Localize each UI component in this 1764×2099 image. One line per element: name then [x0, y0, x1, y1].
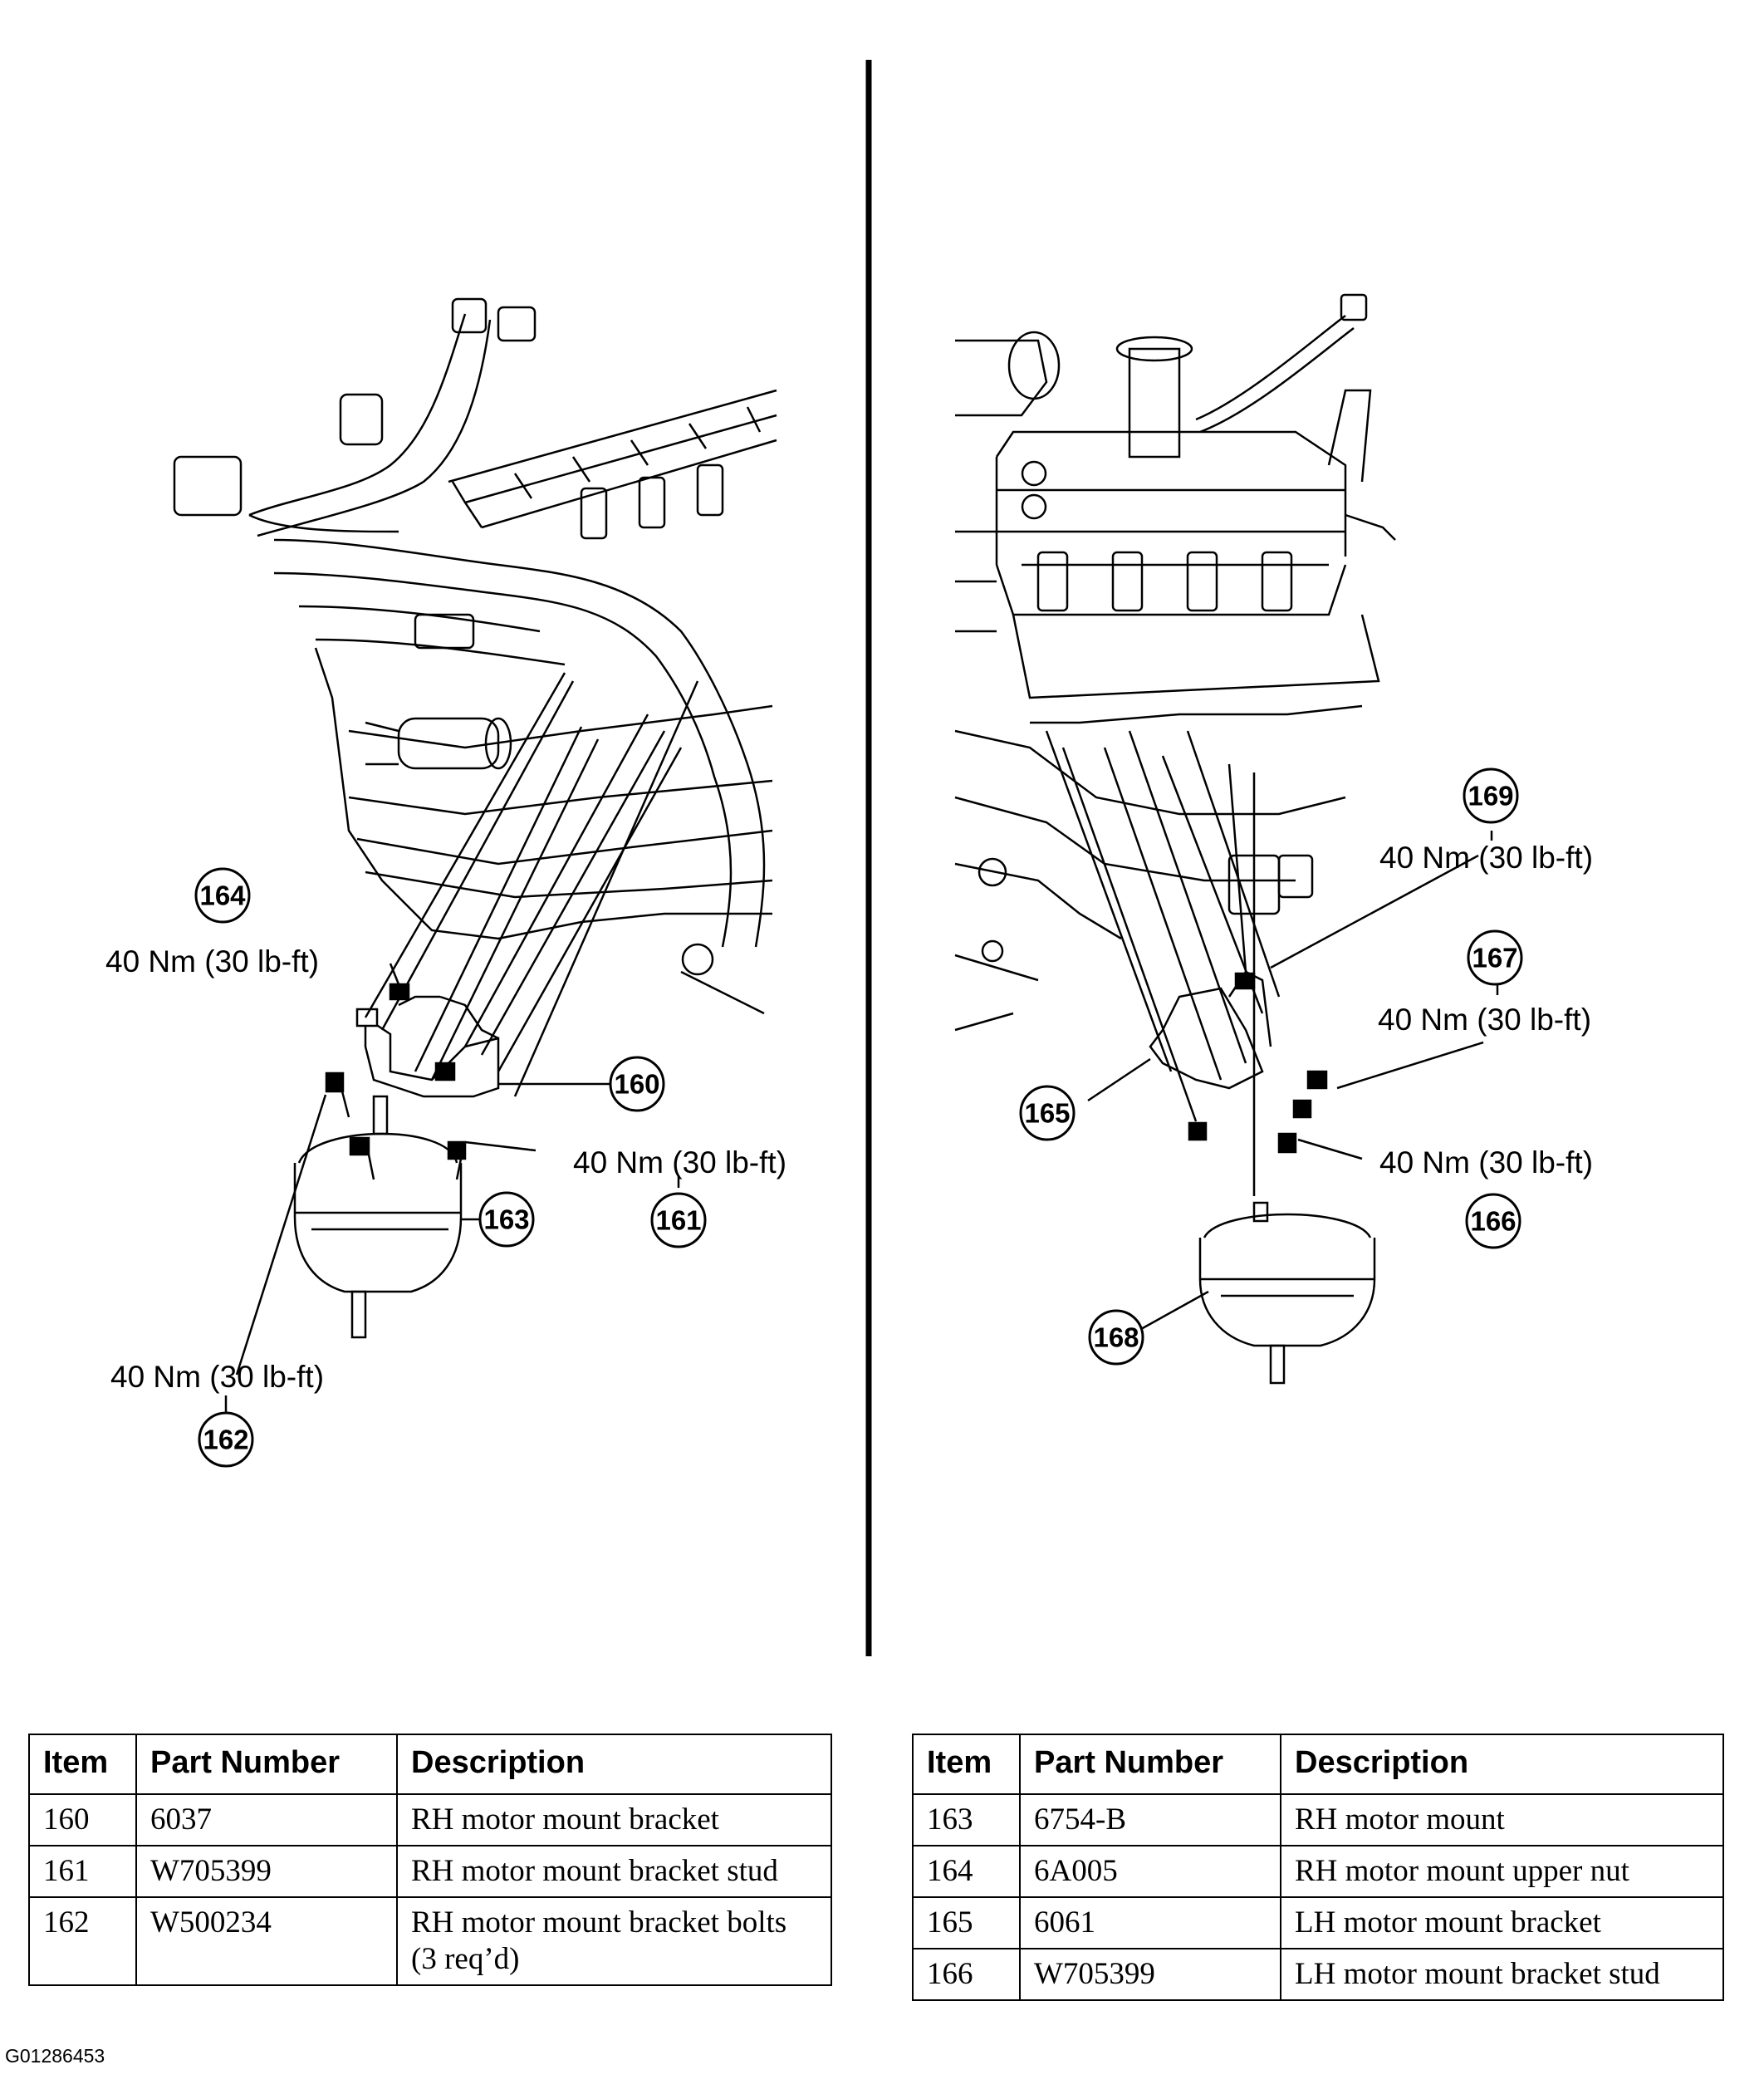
cell-part-number: 6061: [1019, 1896, 1281, 1949]
table-row: 163 6754-B RH motor mount: [912, 1793, 1724, 1846]
lh-fasteners: [1188, 972, 1328, 1154]
header-description: Description: [396, 1734, 832, 1795]
svg-text:163: 163: [483, 1204, 529, 1235]
cell-part-number: 6037: [135, 1793, 398, 1846]
parts-table-left: Item Part Number Description 160 6037 RH…: [28, 1734, 832, 1986]
table-row: 161 W705399 RH motor mount bracket stud: [28, 1845, 832, 1898]
table-header-row: Item Part Number Description: [912, 1734, 1724, 1795]
torque-label-169: 40 Nm (30 lb-ft): [1379, 841, 1593, 875]
cell-part-number: W705399: [1019, 1948, 1281, 2001]
callout-164: 164: [194, 867, 251, 924]
callout-165: 165: [1019, 1085, 1076, 1141]
torque-label-164: 40 Nm (30 lb-ft): [105, 944, 319, 978]
cell-part-number: W500234: [135, 1896, 398, 1986]
parts-table-right: Item Part Number Description 163 6754-B …: [912, 1734, 1724, 2001]
cell-part-number: W705399: [135, 1845, 398, 1898]
rh-engine-illustration: [173, 297, 777, 1339]
table-row: 165 6061 LH motor mount bracket: [912, 1896, 1724, 1949]
header-item: Item: [912, 1734, 1021, 1795]
lh-guide-lines: [1045, 730, 1499, 1331]
torque-label-162: 40 Nm (30 lb-ft): [110, 1360, 324, 1394]
cell-item: 160: [28, 1793, 137, 1846]
cell-description: RH motor mount bracket bolts (3 req’d): [396, 1896, 832, 1986]
header-description: Description: [1280, 1734, 1724, 1795]
callout-161: 161: [650, 1192, 707, 1248]
cell-description: RH motor mount: [1280, 1793, 1724, 1846]
cell-item: 164: [912, 1845, 1021, 1898]
cell-description: LH motor mount bracket stud: [1280, 1948, 1724, 2001]
svg-text:169: 169: [1468, 781, 1513, 812]
svg-text:166: 166: [1470, 1206, 1516, 1237]
svg-text:168: 168: [1093, 1322, 1139, 1353]
callout-162: 162: [198, 1411, 254, 1468]
svg-text:164: 164: [199, 880, 246, 911]
table-header-row: Item Part Number Description: [28, 1734, 832, 1795]
cell-item: 163: [912, 1793, 1021, 1846]
cell-item: 161: [28, 1845, 137, 1898]
cell-description: RH motor mount bracket stud: [396, 1845, 832, 1898]
cell-description: RH motor mount bracket: [396, 1793, 832, 1846]
callout-160: 160: [609, 1056, 665, 1112]
callout-169: 169: [1463, 768, 1519, 824]
header-part-number: Part Number: [1019, 1734, 1281, 1795]
torque-label-166: 40 Nm (30 lb-ft): [1379, 1145, 1593, 1179]
svg-text:165: 165: [1024, 1098, 1070, 1129]
table-row: 164 6A005 RH motor mount upper nut: [912, 1845, 1724, 1898]
cell-item: 166: [912, 1948, 1021, 2001]
callout-167: 167: [1467, 929, 1523, 986]
table-row: 166 W705399 LH motor mount bracket stud: [912, 1948, 1724, 2001]
cell-part-number: 6A005: [1019, 1845, 1281, 1898]
callout-166: 166: [1465, 1193, 1521, 1249]
cell-part-number: 6754-B: [1019, 1793, 1281, 1846]
torque-label-167: 40 Nm (30 lb-ft): [1378, 1003, 1591, 1037]
header-item: Item: [28, 1734, 137, 1795]
cell-item: 165: [912, 1896, 1021, 1949]
lh-engine-illustration: [954, 293, 1396, 1385]
cell-description: RH motor mount upper nut: [1280, 1845, 1724, 1898]
header-part-number: Part Number: [135, 1734, 398, 1795]
svg-text:160: 160: [614, 1069, 659, 1100]
table-row: 160 6037 RH motor mount bracket: [28, 1793, 832, 1846]
callout-163: 163: [478, 1191, 535, 1248]
svg-text:167: 167: [1472, 943, 1517, 973]
figure-code: G01286453: [5, 2045, 105, 2067]
table-row: 162 W500234 RH motor mount bracket bolts…: [28, 1896, 832, 1986]
svg-text:161: 161: [655, 1205, 701, 1236]
callout-168: 168: [1088, 1309, 1144, 1366]
svg-text:162: 162: [203, 1425, 248, 1455]
cell-item: 162: [28, 1896, 137, 1986]
torque-label-161: 40 Nm (30 lb-ft): [573, 1145, 786, 1179]
cell-description: LH motor mount bracket: [1280, 1896, 1724, 1949]
rh-guide-lines: [220, 672, 699, 1412]
